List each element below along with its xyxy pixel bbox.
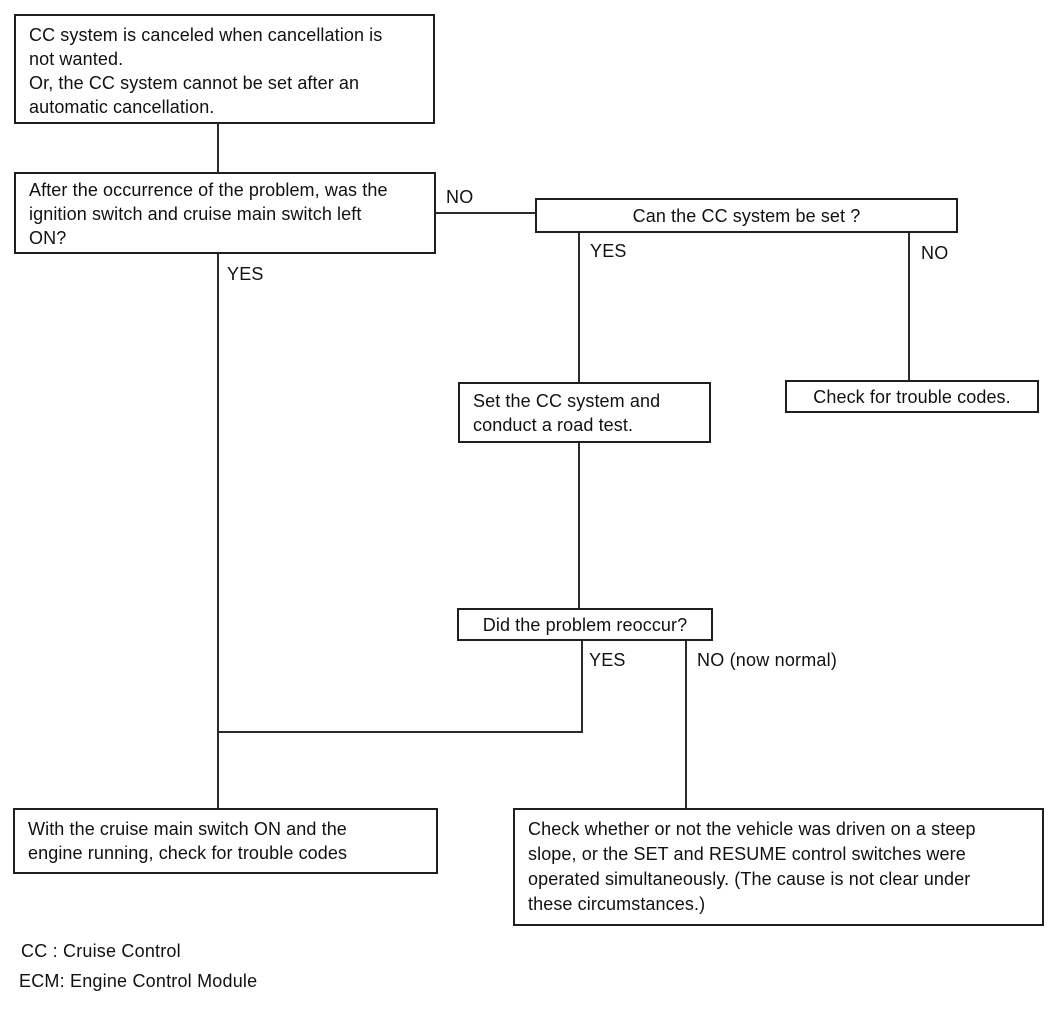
connector-reoccur-no-down — [685, 640, 687, 809]
box-ignition-switch-question: After the occurrence of the problem, was… — [14, 172, 436, 254]
branch-label-ignition-no: NO — [446, 187, 474, 207]
box-can-cc-be-set-question: Can the CC system be set ? — [535, 198, 958, 233]
box-check-trouble-codes: Check for trouble codes. — [785, 380, 1039, 413]
connector-canset-no-down — [908, 232, 910, 381]
branch-label-reoccur-yes: YES — [589, 650, 626, 670]
box-steep-slope-check: Check whether or not the vehicle was dri… — [513, 808, 1044, 926]
connector-roadtest-to-reoccur — [578, 442, 580, 609]
branch-label-canset-no: NO — [921, 243, 949, 263]
box-main-switch-trouble-codes: With the cruise main switch ON and the e… — [13, 808, 438, 874]
connector-canset-yes-down — [578, 232, 580, 383]
branch-label-reoccur-no-now-normal: NO (now normal) — [697, 650, 838, 670]
box-set-cc-road-test: Set the CC system and conduct a road tes… — [458, 382, 711, 443]
connector-symptom-to-ignition — [217, 122, 219, 172]
connector-reoccur-yes-down — [581, 640, 583, 732]
legend-cc-cruise-control: CC : Cruise Control — [21, 941, 181, 961]
legend-ecm-engine-control-module: ECM: Engine Control Module — [19, 971, 258, 991]
connector-ignition-yes-down — [217, 253, 219, 810]
box-symptom-description: CC system is canceled when cancellation … — [14, 14, 435, 124]
connector-ignition-no-right — [434, 212, 535, 214]
branch-label-canset-yes: YES — [590, 241, 627, 261]
box-problem-reoccur-question: Did the problem reoccur? — [457, 608, 713, 641]
branch-label-ignition-yes: YES — [227, 264, 264, 284]
connector-reoccur-yes-junction — [217, 731, 583, 733]
